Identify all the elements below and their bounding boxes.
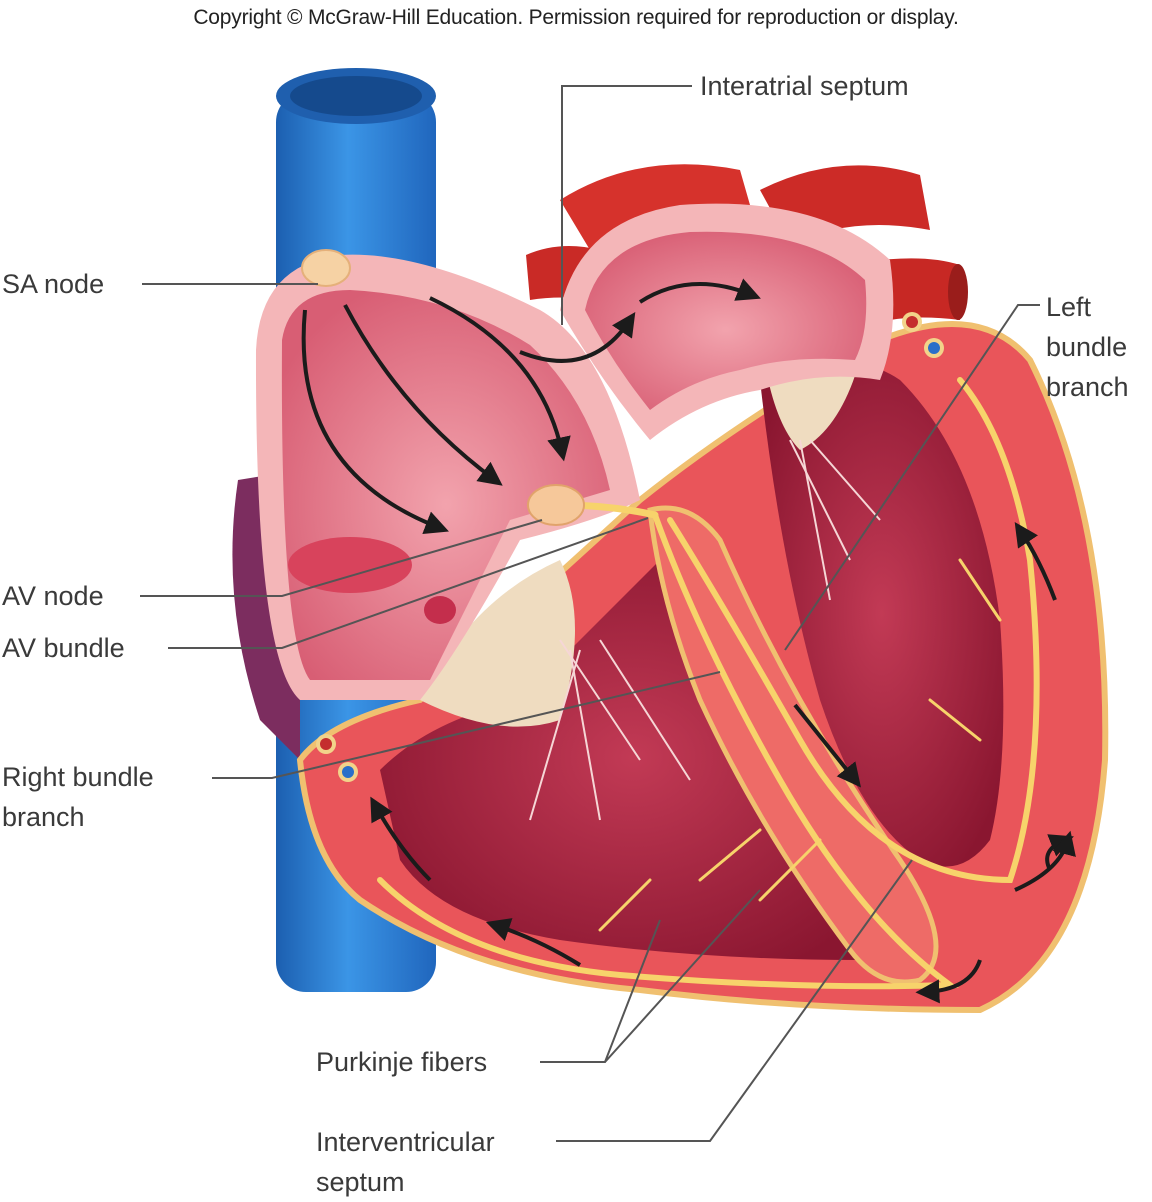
label-av-node: AV node [2,577,104,615]
coronary-sinus [424,596,456,624]
label-sa-node: SA node [2,265,104,303]
av-node-shape [528,485,584,525]
label-purkinje-fibers: Purkinje fibers [316,1043,487,1081]
label-left-bundle-line-1: Left [1046,287,1129,327]
sa-node-shape [302,250,350,286]
label-left-bundle-line-2: bundle [1046,327,1129,367]
label-av-bundle: AV bundle [2,629,125,667]
label-left-bundle-line-3: branch [1046,367,1129,407]
label-right-bundle-line-1: Right bundle [2,757,154,797]
label-interventricular-septum: Interventricular septum [316,1122,495,1202]
fossa [288,537,412,593]
label-right-bundle-line-2: branch [2,797,154,837]
label-interatrial-septum: Interatrial septum [700,67,909,105]
label-left-bundle-branch: Left bundle branch [1046,287,1129,407]
label-interventricular-line-1: Interventricular [316,1122,495,1162]
label-interventricular-line-2: septum [316,1162,495,1202]
label-right-bundle-branch: Right bundle branch [2,757,154,837]
